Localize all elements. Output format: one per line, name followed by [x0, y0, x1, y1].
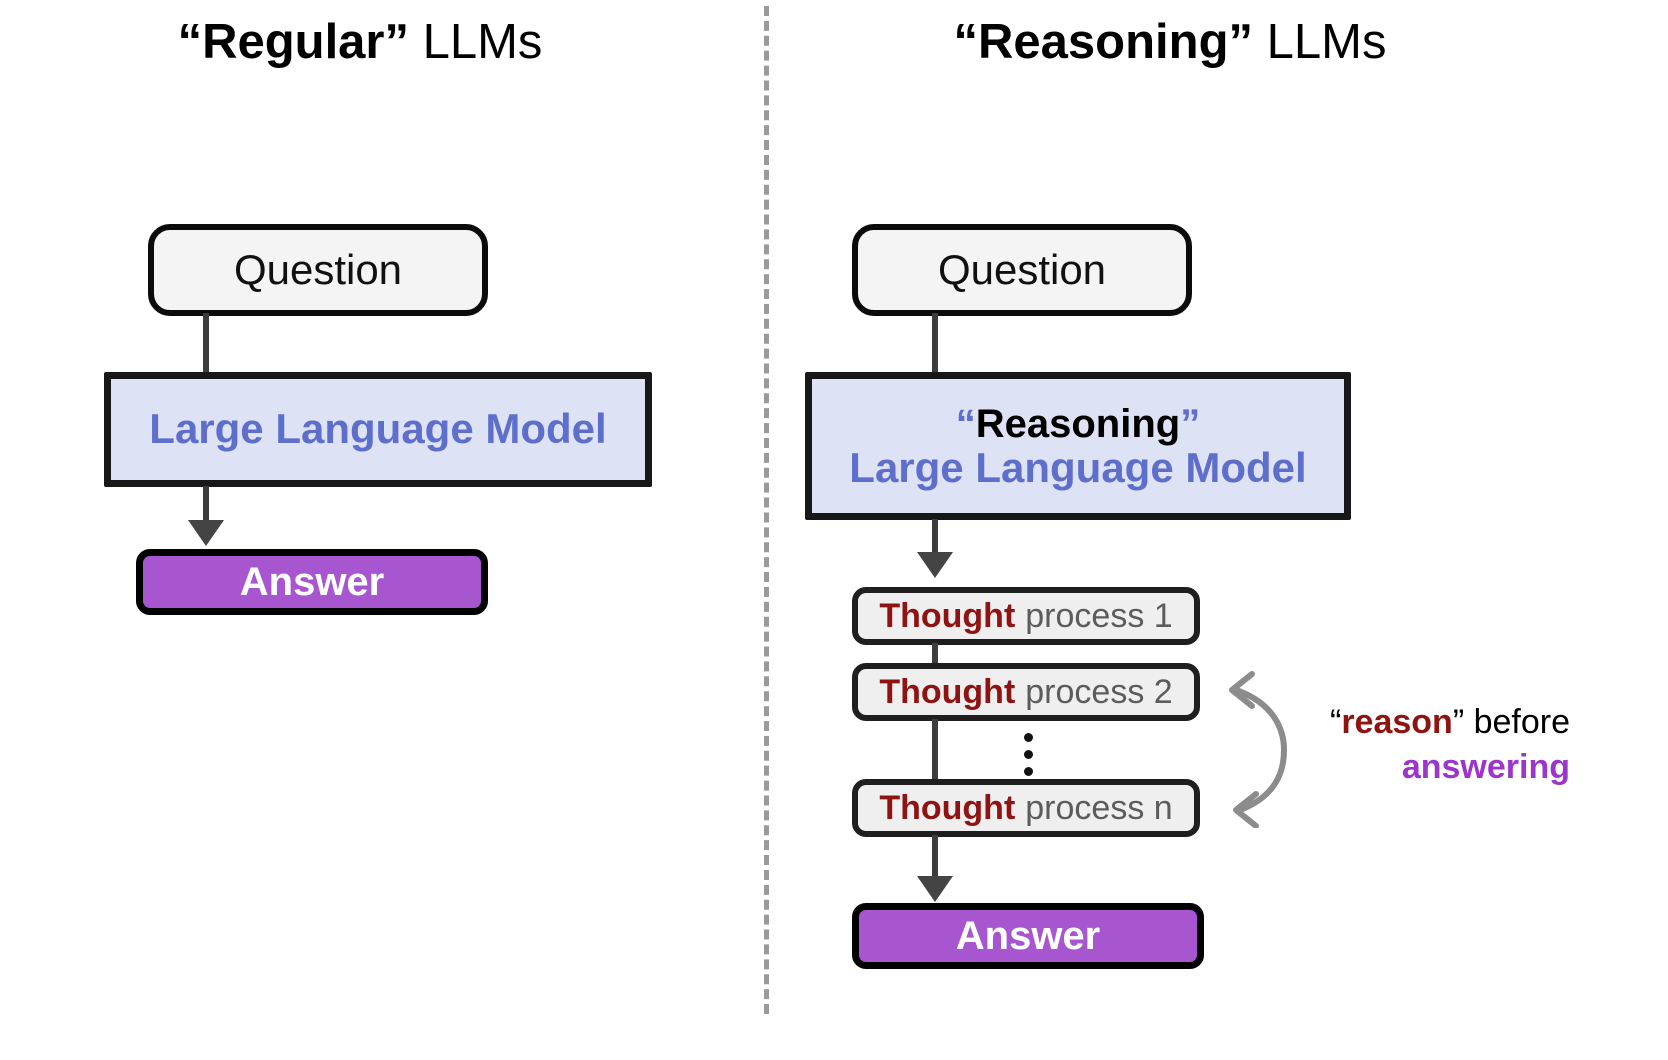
annotation-reason-before-answering: “reason” before answering: [1270, 700, 1570, 790]
node-llm-reasoning-label: Large Language Model: [849, 443, 1307, 491]
annotation-before-word: before: [1464, 703, 1570, 741]
thought-n-rest: process n: [1025, 788, 1173, 827]
page-title-regular: “Regular” LLMs: [0, 18, 720, 67]
title-reasoning-rest: LLMs: [1253, 15, 1387, 69]
kicker-open-quote: “: [955, 401, 976, 446]
connector-thought1-to-thought2: [932, 643, 938, 665]
curved-brace-arrow-icon: [1229, 671, 1288, 828]
connector-llm-to-answer-regular: [203, 486, 209, 528]
thought-n-bold: Thought: [879, 788, 1016, 827]
panel-divider: [764, 6, 769, 1014]
node-answer-regular-label: Answer: [239, 559, 385, 604]
node-thought-process-n: Thought process n: [852, 779, 1200, 837]
connector-thoughtn-to-answer: [932, 835, 938, 885]
title-regular-quoted: “Regular”: [177, 15, 409, 69]
connector-llm-to-thought1: [932, 519, 938, 561]
arrowhead-llm-to-thought1: [917, 552, 953, 578]
node-question-regular-label: Question: [233, 246, 403, 293]
thought-1-bold: Thought: [879, 596, 1016, 635]
node-llm-reasoning: “Reasoning” Large Language Model: [805, 372, 1351, 520]
ellipsis-vertical-icon: [1024, 733, 1033, 776]
node-question-reasoning-label: Question: [937, 246, 1107, 293]
annotation-reason-word: reason: [1341, 703, 1453, 741]
title-reasoning-quoted: “Reasoning”: [953, 15, 1254, 69]
connector-question-to-llm-reasoning: [932, 313, 938, 375]
node-llm-regular: Large Language Model: [104, 372, 652, 487]
arrowhead-llm-to-answer-regular: [188, 520, 224, 546]
annotation-close-quote: ”: [1452, 703, 1465, 741]
node-llm-reasoning-kicker: “Reasoning”: [956, 402, 1200, 446]
node-llm-regular-label: Large Language Model: [149, 405, 607, 453]
kicker-word: Reasoning: [975, 401, 1181, 446]
thought-2-bold: Thought: [879, 672, 1016, 711]
title-regular-rest: LLMs: [409, 15, 543, 69]
connector-thought2-to-thoughtn: [932, 719, 938, 781]
annotation-open-quote: “: [1329, 703, 1342, 741]
arrowhead-thoughtn-to-answer: [917, 876, 953, 902]
node-question-reasoning: Question: [852, 224, 1192, 316]
node-answer-reasoning-label: Answer: [955, 913, 1101, 958]
node-answer-reasoning: Answer: [852, 903, 1204, 969]
node-question-regular: Question: [148, 224, 488, 316]
annotation-line-1: “reason” before: [1270, 700, 1570, 745]
thought-1-rest: process 1: [1025, 596, 1173, 635]
node-thought-process-2: Thought process 2: [852, 663, 1200, 721]
thought-2-rest: process 2: [1025, 672, 1173, 711]
annotation-answering-word: answering: [1401, 747, 1570, 786]
page-title-reasoning: “Reasoning” LLMs: [770, 18, 1570, 67]
kicker-close-quote: ”: [1180, 401, 1201, 446]
node-thought-process-1: Thought process 1: [852, 587, 1200, 645]
connector-question-to-llm-regular: [203, 313, 209, 375]
node-answer-regular: Answer: [136, 549, 488, 615]
